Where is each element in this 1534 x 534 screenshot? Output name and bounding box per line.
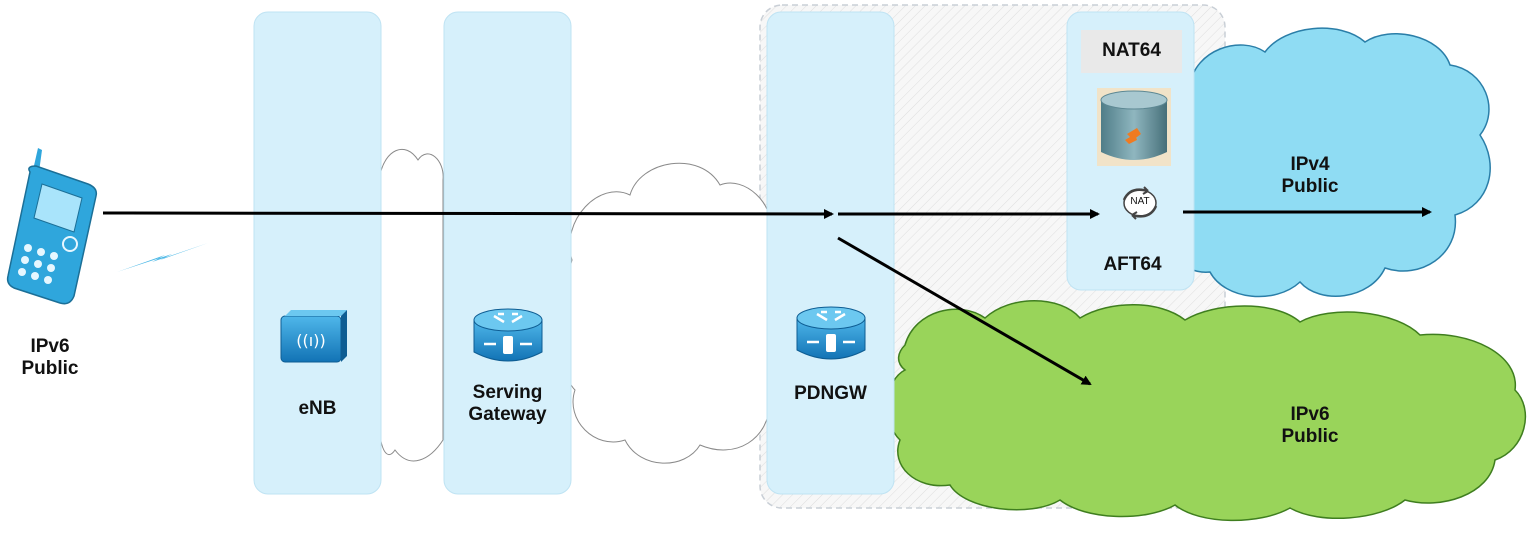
nat-translate-icon [1122,186,1158,220]
arrow-pdngw-to-ipv6 [837,236,1092,386]
nat-badge-text: NAT [1130,196,1150,207]
ipv6-public-cloud [886,300,1527,522]
arrow-phone-to-pdngw [102,208,834,219]
pdngw-label: PDNGW [794,383,867,404]
enb-column [253,11,382,495]
sgw-router-icon [473,308,543,362]
pdngw-column [766,11,895,495]
nat64-label: NAT64 [1102,40,1161,61]
nat64-device-icon [1097,88,1171,166]
sgw-column [443,11,572,495]
svg-text:((ı)): ((ı)) [296,331,325,350]
transport-cloud-2 [561,162,771,464]
transport-cloud-1 [379,148,444,462]
pdngw-router-icon [796,306,866,360]
radio-link-icon [117,243,208,272]
enb-label: eNB [298,398,337,419]
enb-antenna-icon: ((ı)) [280,310,347,363]
aft64-label: AFT64 [1103,254,1162,275]
mobile-phone-icon [6,148,98,305]
